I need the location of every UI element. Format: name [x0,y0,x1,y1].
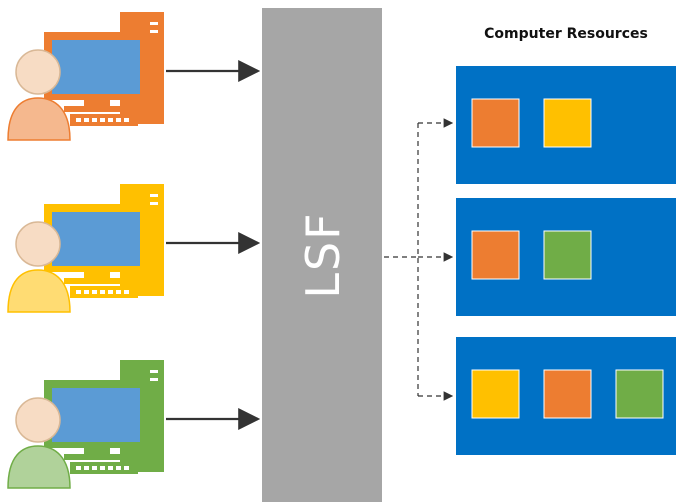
keyboard-key [92,118,97,122]
resource-node-2 [456,198,676,316]
job-slot-yellow [543,98,592,148]
monitor-screen [52,40,140,94]
user-body [7,97,71,141]
monitor-neck [84,100,110,106]
job-slot-orange [471,98,520,148]
keyboard-key [76,118,81,122]
monitor-neck [84,272,110,278]
tower-slot [150,194,158,197]
monitor-base [64,278,128,284]
monitor-screen [52,212,140,266]
tower-slot [150,202,158,205]
user-body [7,445,71,489]
user-head-icon [15,221,61,267]
keyboard-key [124,290,129,294]
job-slot-green [615,369,664,419]
client-user-2 [7,184,164,313]
keyboard-key [100,290,105,294]
job-slot-orange [471,230,520,280]
keyboard-key [116,290,121,294]
tower-slot [150,30,158,33]
keyboard-key [84,466,89,470]
resources-group [456,66,676,455]
monitor-base [64,106,128,112]
keyboard-key [116,118,121,122]
user-body [7,269,71,313]
monitor-neck [84,448,110,454]
tower-slot [150,378,158,381]
lsf-label: LSF [296,211,350,298]
job-slot-orange [543,369,592,419]
resource-node-1 [456,66,676,184]
keyboard-key [108,290,113,294]
keyboard-key [76,466,81,470]
clients-group [7,12,164,489]
tower-slot [150,370,158,373]
keyboard-key [124,118,129,122]
keyboard-key [76,290,81,294]
client-user-3 [7,360,164,489]
job-slot-green [543,230,592,280]
keyboard-key [84,118,89,122]
keyboard-key [124,466,129,470]
user-head-icon [15,397,61,443]
keyboard-key [92,466,97,470]
client-user-1 [7,12,164,141]
user-head-icon [15,49,61,95]
keyboard-key [108,118,113,122]
computer-resources-title: Computer Resources [484,26,648,42]
keyboard-key [92,290,97,294]
arrows-group [166,60,454,430]
resource-node-3 [456,337,676,455]
keyboard-key [100,466,105,470]
monitor-screen [52,388,140,442]
monitor-base [64,454,128,460]
keyboard-key [100,118,105,122]
job-slot-yellow [471,369,520,419]
keyboard-key [116,466,121,470]
tower-slot [150,22,158,25]
lsf-bar [262,8,382,502]
keyboard-key [108,466,113,470]
keyboard-key [84,290,89,294]
